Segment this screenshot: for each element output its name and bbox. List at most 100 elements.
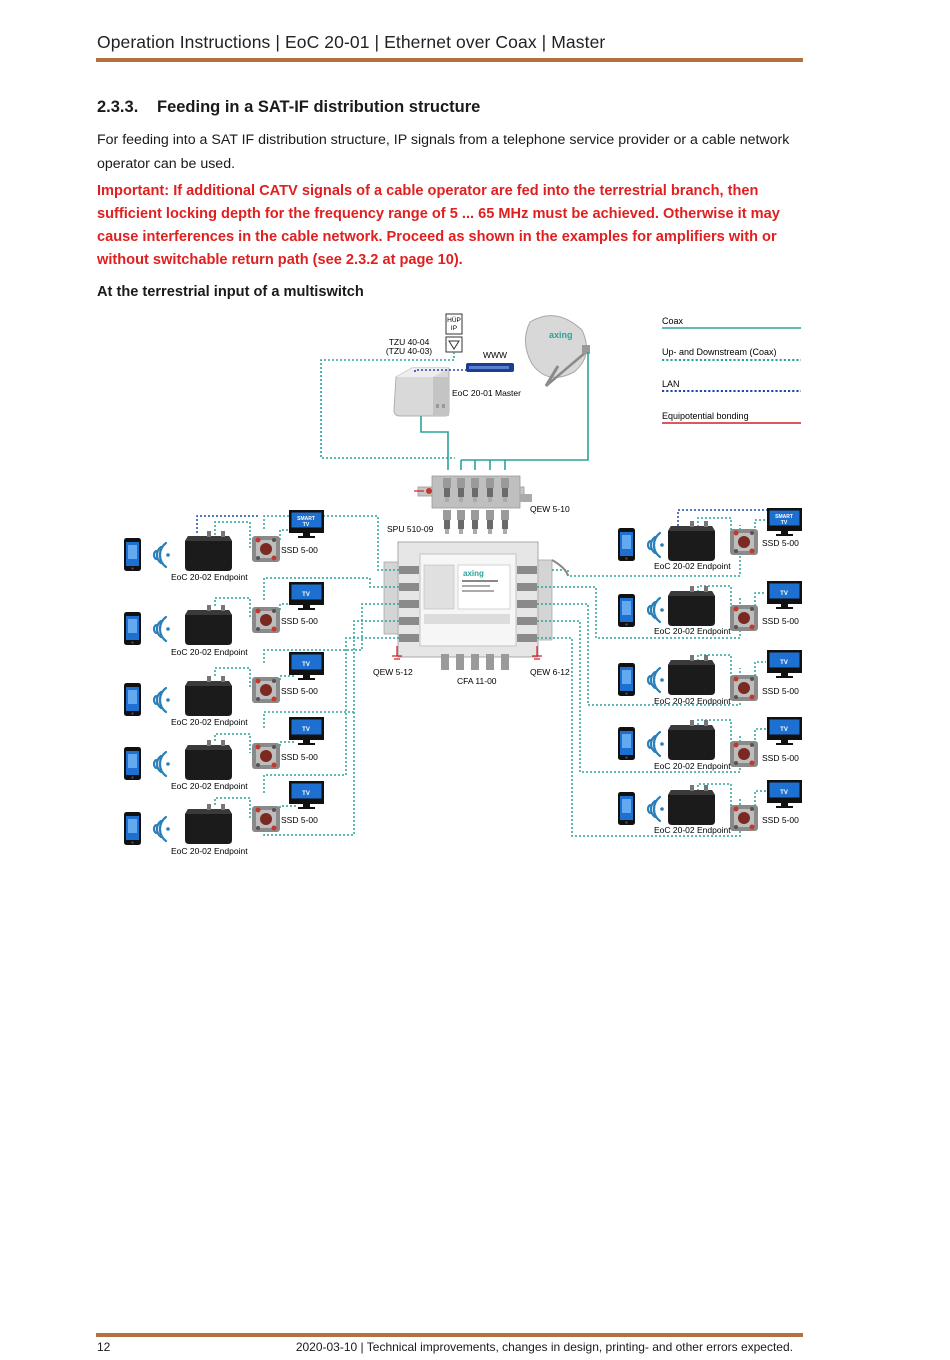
antenna-socket-icon bbox=[730, 529, 758, 555]
cfa-terminators bbox=[441, 654, 509, 670]
ssd-label: SSD 5-00 bbox=[281, 616, 318, 626]
left-row-1: SMART TV SSD 5-00 EoC 20-02 Endpoint bbox=[124, 510, 324, 582]
right-row-4: TV SSD 5-00 EoC 20-02 Endpoint bbox=[618, 717, 802, 771]
right-row-3: TV SSD 5-00 EoC 20-02 Endpoint bbox=[618, 650, 802, 706]
ssd-label: SSD 5-00 bbox=[281, 752, 318, 762]
ssd-label: SSD 5-00 bbox=[762, 815, 799, 825]
footer-note: 2020-03-10 | Technical improvements, cha… bbox=[295, 1340, 793, 1354]
endpoint-device-icon bbox=[668, 521, 715, 561]
endpoint-device-icon bbox=[185, 804, 232, 844]
router-icon bbox=[466, 363, 514, 372]
ssd-label: SSD 5-00 bbox=[762, 753, 799, 763]
cable-lnb-feeds bbox=[460, 460, 491, 470]
satellite-dish: axing bbox=[525, 315, 590, 387]
antenna-socket-icon bbox=[252, 806, 280, 832]
tablet-icon bbox=[618, 663, 635, 696]
intro-paragraph: For feeding into a SAT IF distribution s… bbox=[97, 132, 790, 172]
right-row-2: TV SSD 5-00 EoC 20-02 Endpoint bbox=[618, 581, 802, 636]
tv-label: TV bbox=[780, 790, 788, 796]
eoc-master-device bbox=[393, 367, 450, 417]
right-lan-cables bbox=[677, 509, 768, 526]
endpoint-device-icon bbox=[668, 655, 715, 695]
wifi-icon bbox=[152, 750, 171, 778]
left-row-2: TV SSD 5-00 EoC 20-02 Endpoint bbox=[124, 582, 324, 657]
left-endpoint-coax bbox=[214, 521, 251, 818]
header-rule bbox=[96, 58, 803, 62]
footer-rule bbox=[96, 1333, 803, 1337]
diagram-subheading: At the terrestrial input of a multiswitc… bbox=[97, 284, 364, 300]
tv-label: TV bbox=[302, 727, 310, 733]
page-header-title: Operation Instructions | EoC 20-01 | Eth… bbox=[97, 32, 606, 52]
endpoint-device-icon bbox=[185, 740, 232, 780]
important-notice: Important: If additional CATV signals of… bbox=[97, 183, 780, 268]
wifi-icon bbox=[152, 541, 171, 569]
antenna-socket-icon bbox=[252, 607, 280, 633]
endpoint-label: EoC 20-02 Endpoint bbox=[654, 561, 731, 571]
multiswitch-right-outputs bbox=[517, 566, 537, 642]
endpoint-label: EoC 20-02 Endpoint bbox=[171, 846, 248, 856]
tzu-alt-label: (TZU 40-03) bbox=[386, 346, 432, 356]
endpoint-label: EoC 20-02 Endpoint bbox=[654, 761, 731, 771]
left-lan-cables bbox=[196, 515, 260, 533]
section-heading: 2.3.3.Feeding in a SAT-IF distribution s… bbox=[97, 98, 480, 117]
ssd-label: SSD 5-00 bbox=[281, 815, 318, 825]
cable-lan-router bbox=[414, 369, 466, 372]
endpoint-label: EoC 20-02 Endpoint bbox=[171, 572, 248, 582]
smart-tv-label: SMART bbox=[297, 516, 315, 522]
endpoint-label: EoC 20-02 Endpoint bbox=[654, 825, 731, 835]
ssd-label: SSD 5-00 bbox=[762, 538, 799, 548]
endpoint-device-icon bbox=[668, 586, 715, 626]
ssd-label: SSD 5-00 bbox=[281, 545, 318, 555]
right-tv-links bbox=[754, 519, 766, 810]
switch-brand-logo: axing bbox=[463, 569, 484, 578]
ssd-label: SSD 5-00 bbox=[762, 616, 799, 626]
legend-lan-label: LAN bbox=[662, 379, 680, 389]
right-row-5: TV SSD 5-00 EoC 20-02 Endpoint bbox=[618, 780, 802, 835]
wifi-icon bbox=[152, 815, 171, 843]
hup-wall-box: HÜP IP bbox=[445, 313, 463, 353]
antenna-socket-icon bbox=[730, 605, 758, 631]
smart-tv-label: SMART bbox=[775, 514, 793, 520]
multiswitch-left-outputs bbox=[399, 566, 419, 642]
right-bonding-lead bbox=[551, 559, 569, 577]
eoc-master-label: EoC 20-01 Master bbox=[452, 388, 521, 398]
endpoint-label: EoC 20-02 Endpoint bbox=[171, 717, 248, 727]
antenna-socket-icon bbox=[730, 741, 758, 767]
cfa-label: CFA 11-00 bbox=[457, 676, 497, 686]
footer-page-number: 12 bbox=[97, 1340, 111, 1354]
tablet-icon bbox=[618, 792, 635, 825]
tv-label: TV bbox=[302, 791, 310, 797]
tablet-icon bbox=[124, 612, 141, 645]
legend-updown-label: Up- and Downstream (Coax) bbox=[662, 347, 777, 357]
endpoint-device-icon bbox=[185, 676, 232, 716]
ssd-label: SSD 5-00 bbox=[281, 686, 318, 696]
tzu-label: TZU 40-04 bbox=[389, 337, 430, 347]
endpoint-label: EoC 20-02 Endpoint bbox=[171, 647, 248, 657]
ssd-label: SSD 5-00 bbox=[762, 686, 799, 696]
multiswitch-body: axing bbox=[383, 541, 553, 658]
left-row-5: TV SSD 5-00 EoC 20-02 Endpoint bbox=[124, 781, 324, 856]
wifi-icon bbox=[646, 596, 665, 624]
endpoint-device-icon bbox=[668, 785, 715, 825]
tablet-icon bbox=[124, 812, 141, 845]
qew-right-label: QEW 6-12 bbox=[530, 667, 570, 677]
endpoint-label: EoC 20-02 Endpoint bbox=[171, 781, 248, 791]
tv-label: TV bbox=[302, 662, 310, 668]
smart-tv-label-2: TV bbox=[303, 522, 310, 528]
wifi-icon bbox=[646, 666, 665, 694]
qew-left-label: QEW 5-12 bbox=[373, 667, 413, 677]
legend-coax-label: Coax bbox=[662, 316, 684, 326]
wifi-icon bbox=[152, 686, 171, 714]
tv-label: TV bbox=[780, 660, 788, 666]
legend-bonding-label: Equipotential bonding bbox=[662, 411, 749, 421]
tablet-icon bbox=[618, 727, 635, 760]
dish-brand-logo: axing bbox=[549, 330, 573, 340]
wifi-icon bbox=[646, 531, 665, 559]
smart-tv-label-2: TV bbox=[781, 520, 788, 526]
antenna-socket-icon bbox=[252, 743, 280, 769]
tablet-icon bbox=[124, 538, 141, 571]
left-row-3: TV SSD 5-00 EoC 20-02 Endpoint bbox=[124, 652, 324, 727]
ground-left bbox=[392, 646, 402, 660]
tv-label: TV bbox=[302, 592, 310, 598]
